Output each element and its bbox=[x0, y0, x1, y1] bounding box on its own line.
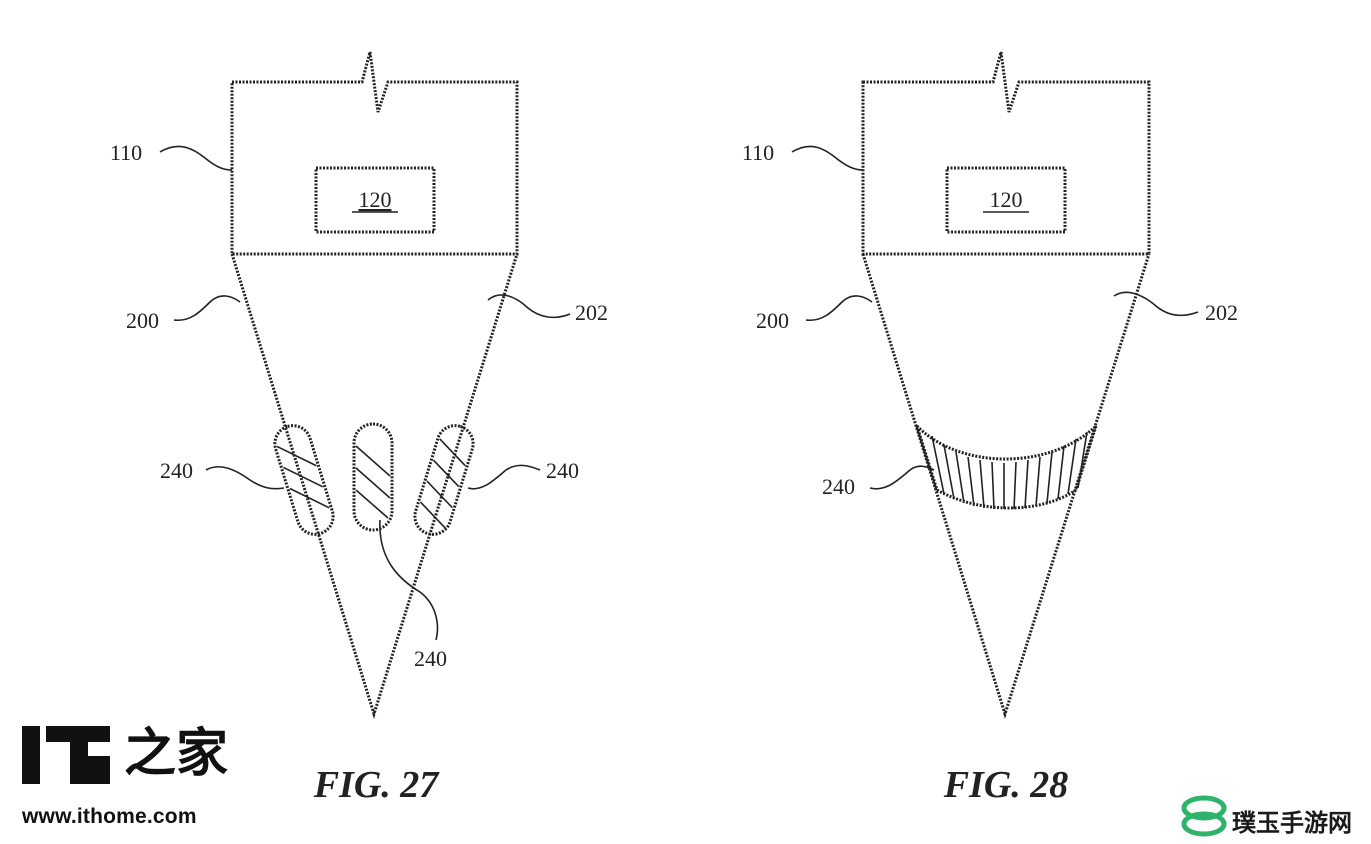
leader-202 bbox=[487, 294, 571, 319]
leader-110 bbox=[159, 145, 233, 171]
caption-fig-28: FIG. 28 bbox=[943, 764, 1069, 806]
ithome-url: www.ithome.com bbox=[22, 805, 197, 828]
ithome-logo-mark bbox=[22, 726, 110, 784]
ref-200: 200 bbox=[756, 308, 789, 333]
leader-110 bbox=[791, 145, 864, 171]
caption-fig-27: FIG. 27 bbox=[313, 764, 441, 806]
leader-240-right bbox=[467, 464, 541, 490]
figure-27: 120 bbox=[110, 51, 608, 806]
ref-240: 240 bbox=[822, 474, 855, 499]
pad-left bbox=[273, 424, 335, 536]
ref-202: 202 bbox=[1205, 300, 1238, 325]
ref-202: 202 bbox=[575, 300, 608, 325]
game-site-watermark: 璞玉手游网 bbox=[1232, 809, 1352, 837]
leader-200 bbox=[173, 295, 241, 322]
leader-202 bbox=[1113, 291, 1199, 317]
ref-240-center: 240 bbox=[414, 646, 447, 671]
band-240 bbox=[915, 424, 1098, 510]
housing-110 bbox=[230, 51, 519, 256]
housing-110 bbox=[861, 51, 1151, 256]
ref-110: 110 bbox=[110, 140, 142, 165]
leader-240-left bbox=[205, 465, 285, 490]
figure-28: 120 bbox=[742, 51, 1238, 806]
tip-body bbox=[230, 253, 519, 720]
leader-240 bbox=[869, 465, 935, 490]
ref-200: 200 bbox=[126, 308, 159, 333]
leader-240-center bbox=[379, 519, 439, 641]
component-120-label: 120 bbox=[359, 187, 392, 212]
game-site-logo-icon bbox=[1181, 795, 1227, 837]
ref-110: 110 bbox=[742, 140, 774, 165]
pad-right bbox=[413, 424, 475, 536]
component-120-label: 120 bbox=[990, 187, 1023, 212]
pad-center bbox=[352, 422, 394, 532]
leader-200 bbox=[805, 295, 873, 322]
tip-body bbox=[861, 253, 1151, 720]
ithome-logo-text: 之家 bbox=[124, 724, 229, 784]
ref-240-left: 240 bbox=[160, 458, 193, 483]
ref-240-right: 240 bbox=[546, 458, 579, 483]
